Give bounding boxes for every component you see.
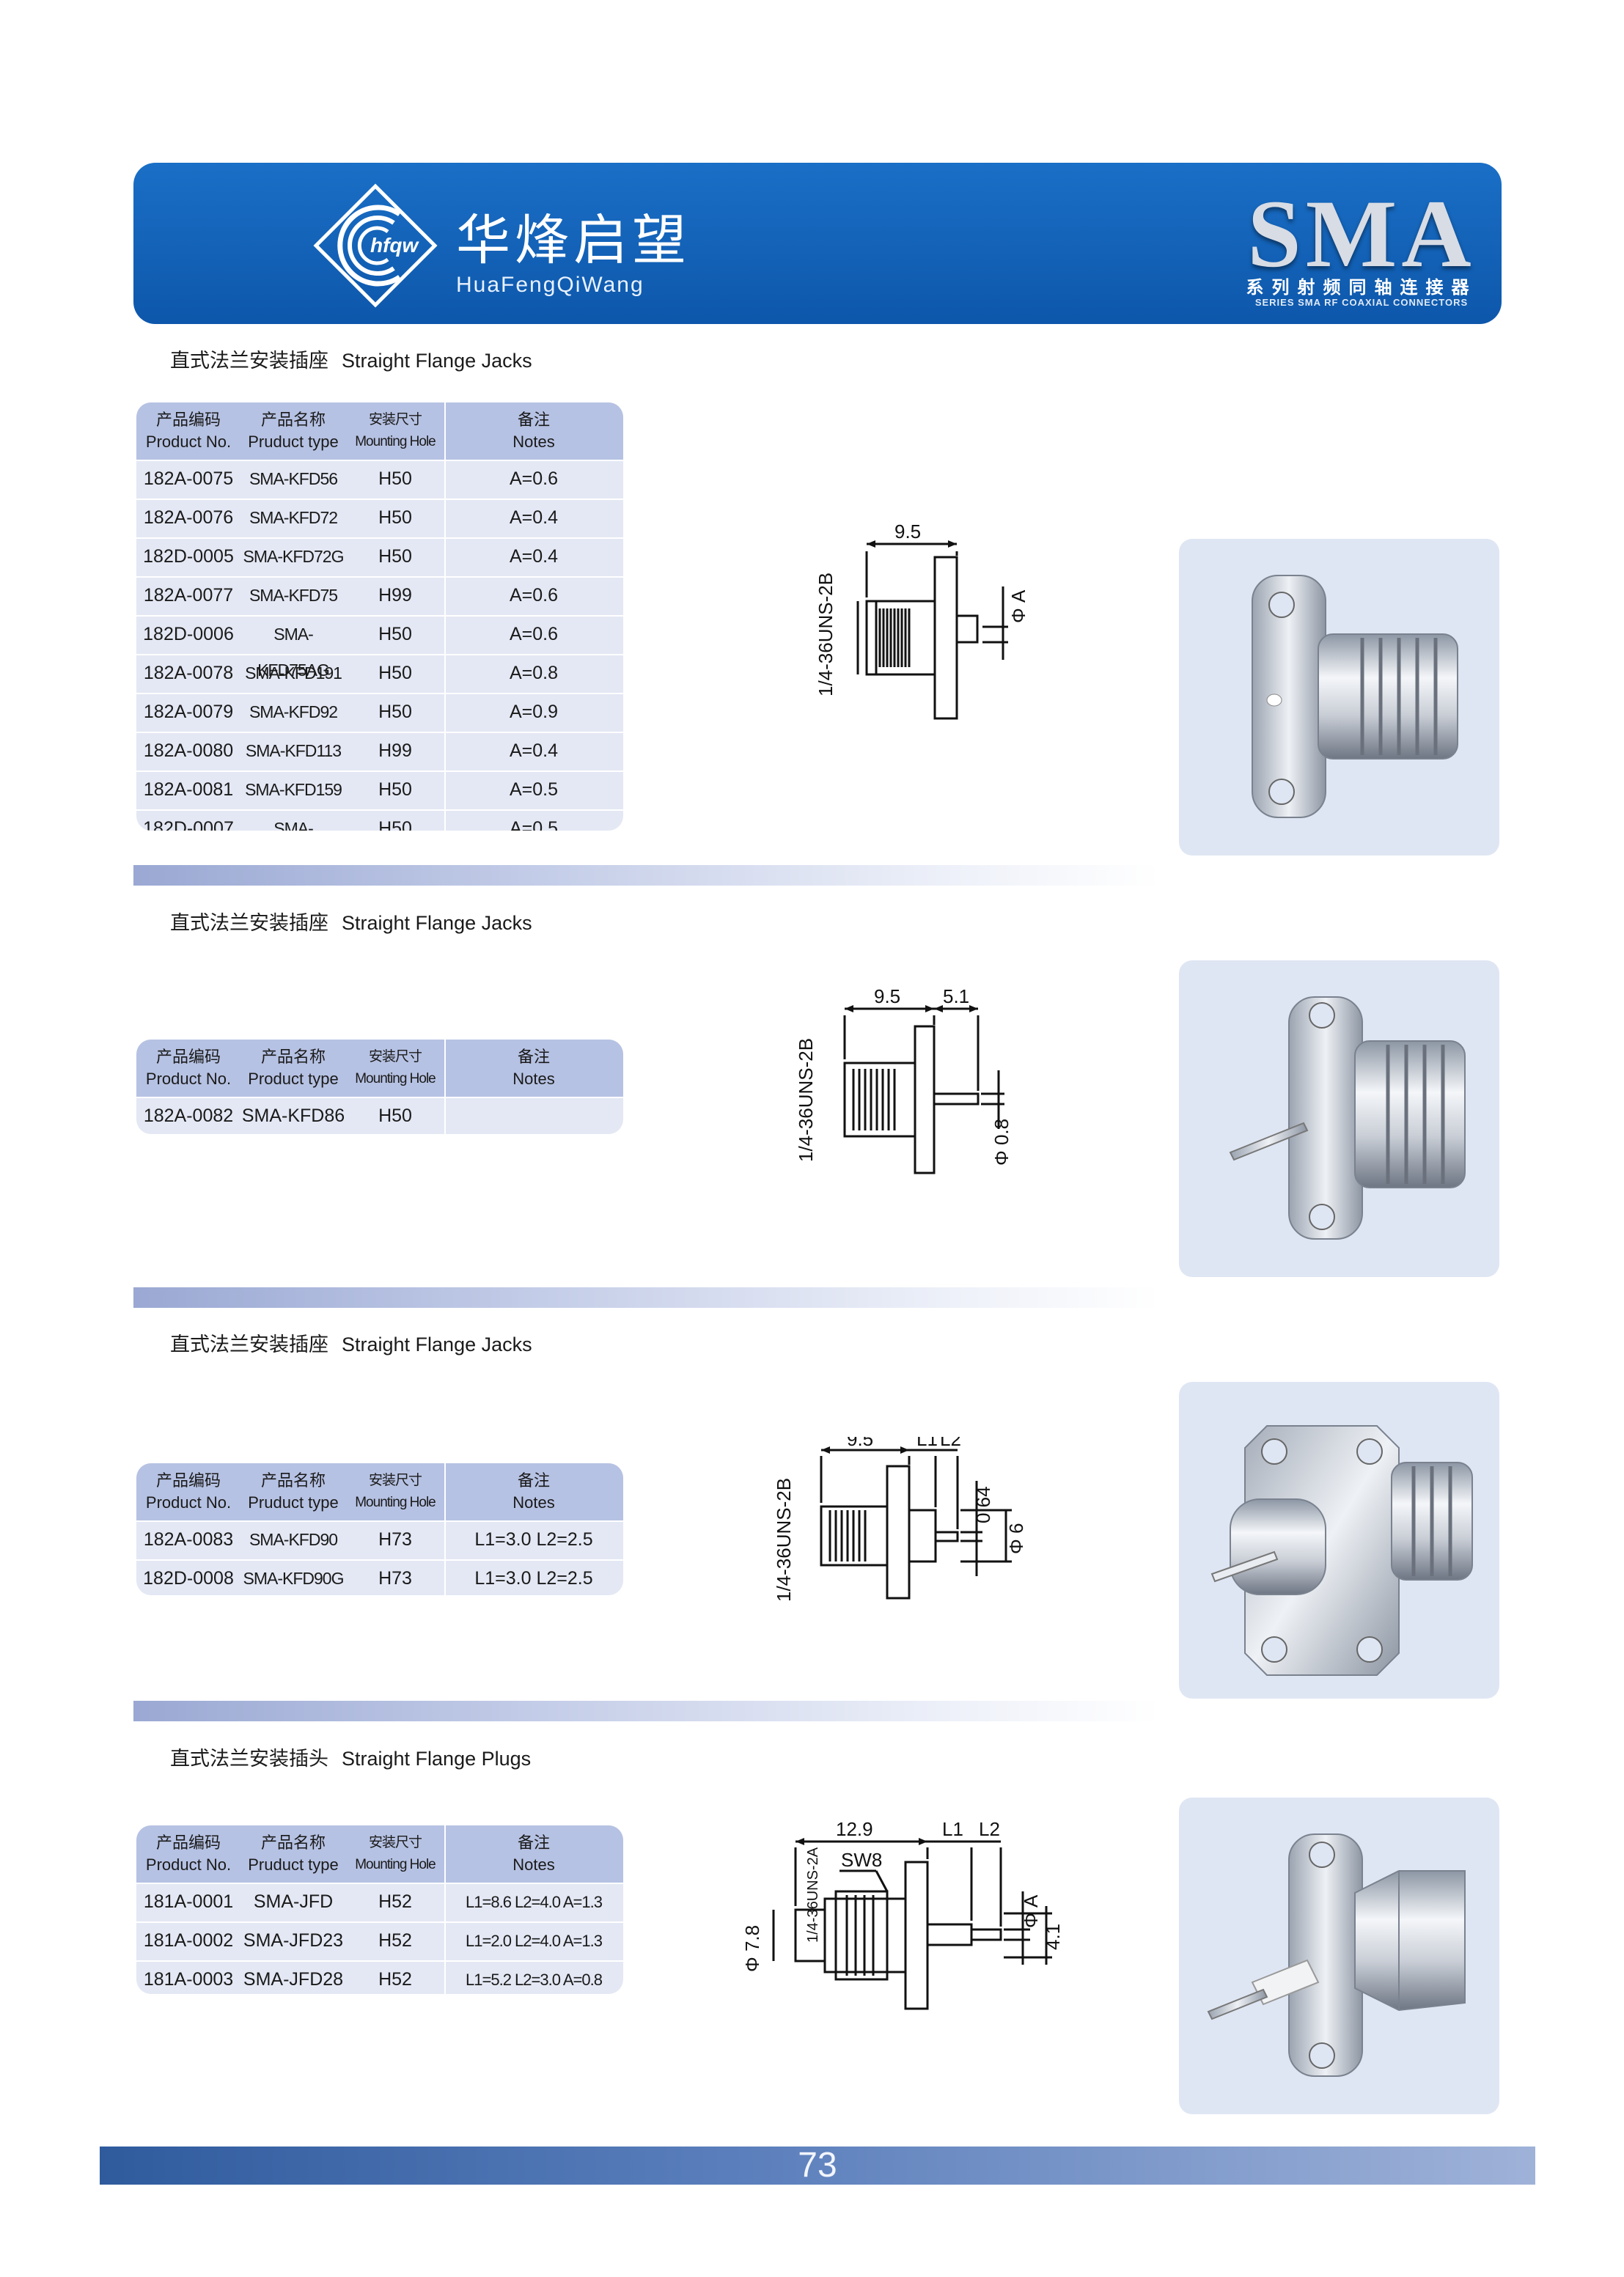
dim-length: 9.5 <box>847 1437 873 1450</box>
dim-l2: L2 <box>940 1437 961 1450</box>
dim-l1: L1 <box>942 1818 963 1840</box>
dim-l1: L1 <box>916 1437 938 1450</box>
dim-l2: L2 <box>979 1818 1000 1840</box>
section-3-heading: 直式法兰安装插座 Straight Flange Jacks <box>170 1328 532 1357</box>
section-title-cn: 直式法兰安装插座 <box>170 350 328 372</box>
section-separator <box>133 1701 1160 1721</box>
section-title-en: Straight Flange Jacks <box>342 912 532 934</box>
section-title-cn: 直式法兰安装插座 <box>170 912 328 934</box>
dim-diameter: Φ 6 <box>1005 1523 1027 1554</box>
technical-drawing-4: 12.9 L1 L2 SW8 1/4-36UNS-2A Φ 7.8 Φ A 4.… <box>741 1818 1064 2010</box>
dim-pin-length: 5.1 <box>943 985 969 1007</box>
section-4-heading: 直式法兰安装插头 Straight Flange Plugs <box>170 1743 531 1771</box>
dim-thread: 1/4-36UNS-2B <box>815 573 837 696</box>
dim-thread: 1/4-36UNS-2A <box>805 1847 821 1943</box>
section-title-cn: 直式法兰安装插座 <box>170 1334 328 1355</box>
page-header: hfqw 华烽启望 HuaFengQiWang SMA 系列射频同轴连接器 SE… <box>133 163 1502 324</box>
product-photo-3 <box>1179 1382 1499 1699</box>
section-2-heading: 直式法兰安装插座 Straight Flange Jacks <box>170 907 532 935</box>
technical-drawing-2: 9.5 5.1 1/4-36UNS-2B Φ 0.8 <box>795 985 1013 1174</box>
dim-pin-diameter: Φ A <box>1020 1894 1042 1928</box>
dim-pin-diameter: 0.64 <box>972 1486 994 1523</box>
section-title-en: Straight Flange Plugs <box>342 1748 532 1770</box>
dim-diameter: Φ 0.8 <box>991 1119 1013 1166</box>
section-title-cn: 直式法兰安装插头 <box>170 1748 328 1770</box>
section-separator <box>133 1287 1160 1308</box>
dim-thread: 1/4-36UNS-2B <box>795 1038 817 1162</box>
dim-length: 12.9 <box>836 1818 873 1840</box>
series-subtitle-cn: 系列射频同轴连接器 <box>1246 278 1477 298</box>
section-title-en: Straight Flange Jacks <box>342 350 532 372</box>
connector-image <box>1229 996 1466 1240</box>
dim-thread: 1/4-36UNS-2B <box>773 1478 795 1602</box>
dim-diameter: Φ A <box>1007 589 1026 623</box>
product-photo-2 <box>1179 960 1499 1277</box>
page-footer: 73 <box>100 2147 1535 2185</box>
series-subtitle-en: SERIES SMA RF COAXIAL CONNECTORS <box>1254 297 1469 308</box>
brand-name-en: HuaFengQiWang <box>456 273 644 297</box>
technical-drawing-3: 9.5 L1 L2 1/4-36UNS-2B 0.64 Φ 6 <box>773 1437 1027 1602</box>
product-photo-4 <box>1179 1798 1499 2114</box>
connector-image <box>1252 575 1458 818</box>
section-title-en: Straight Flange Jacks <box>342 1334 532 1355</box>
brand-name-cn: 华烽启望 <box>456 209 691 272</box>
section-separator <box>133 865 1160 886</box>
series-title: SMA <box>1247 180 1476 287</box>
dim-insulator-diameter: 4.1 <box>1042 1924 1064 1950</box>
dim-length: 9.5 <box>894 520 921 542</box>
connector-image <box>1210 1425 1473 1676</box>
logo-text: hfqw <box>370 234 420 257</box>
technical-drawing-1: 9.5 1/4-36UNS-2B Φ A <box>815 520 1026 720</box>
product-photo-1 <box>1179 539 1499 856</box>
dim-length: 9.5 <box>874 985 900 1007</box>
connector-image <box>1207 1833 1466 2077</box>
dim-body-diameter: Φ 7.8 <box>741 1925 763 1972</box>
section-1-heading: 直式法兰安装插座 Straight Flange Jacks <box>170 345 532 373</box>
company-logo-icon: hfqw <box>313 183 438 308</box>
dim-wrench-size: SW8 <box>841 1849 882 1871</box>
page-number: 73 <box>798 2146 837 2185</box>
